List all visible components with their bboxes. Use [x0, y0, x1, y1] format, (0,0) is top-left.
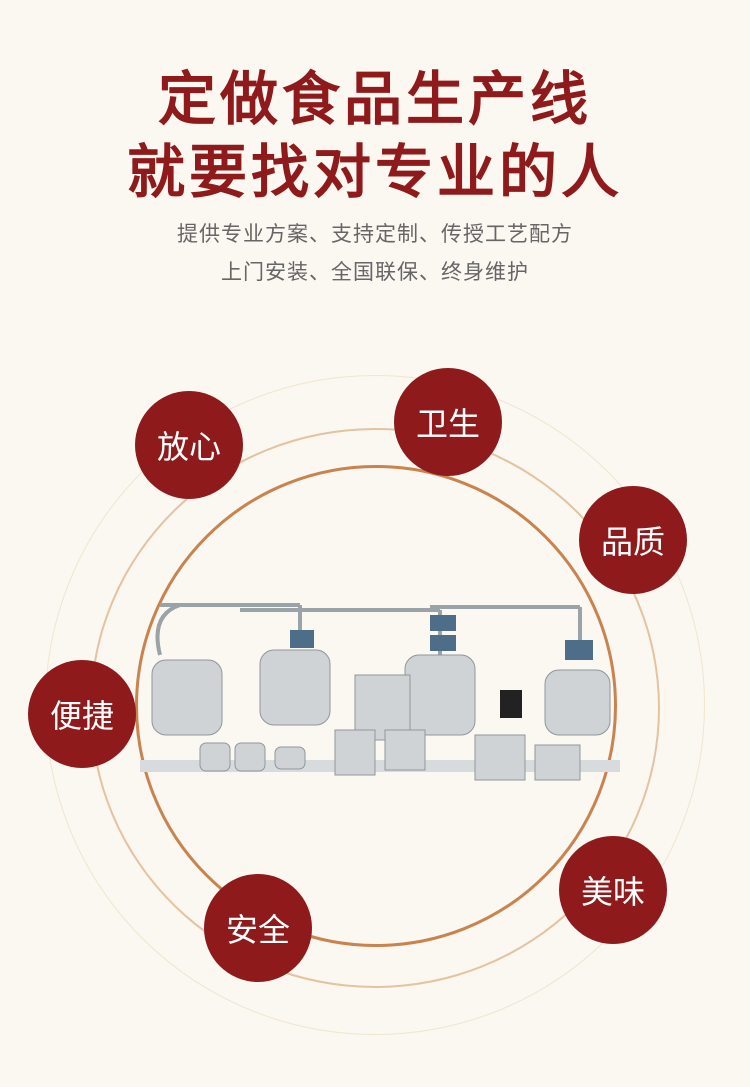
production-line-image — [140, 603, 620, 781]
feature-bubble-taste: 美味 — [559, 836, 667, 944]
feature-bubble-convenience: 便捷 — [28, 660, 136, 768]
subtitle-line2: 上门安装、全国联保、终身维护 — [221, 260, 529, 284]
feature-bubble-safety: 安全 — [204, 874, 312, 982]
feature-bubble-reassurance: 放心 — [135, 391, 243, 499]
feature-bubble-quality: 品质 — [579, 486, 687, 594]
headline-line2: 就要找对专业的人 — [126, 138, 623, 206]
inner-ring — [135, 465, 617, 947]
subtitle-line1: 提供专业方案、支持定制、传授工艺配方 — [177, 222, 573, 246]
feature-bubble-hygiene: 卫生 — [394, 368, 502, 476]
headline-line1: 定做食品生产线 — [157, 65, 592, 133]
